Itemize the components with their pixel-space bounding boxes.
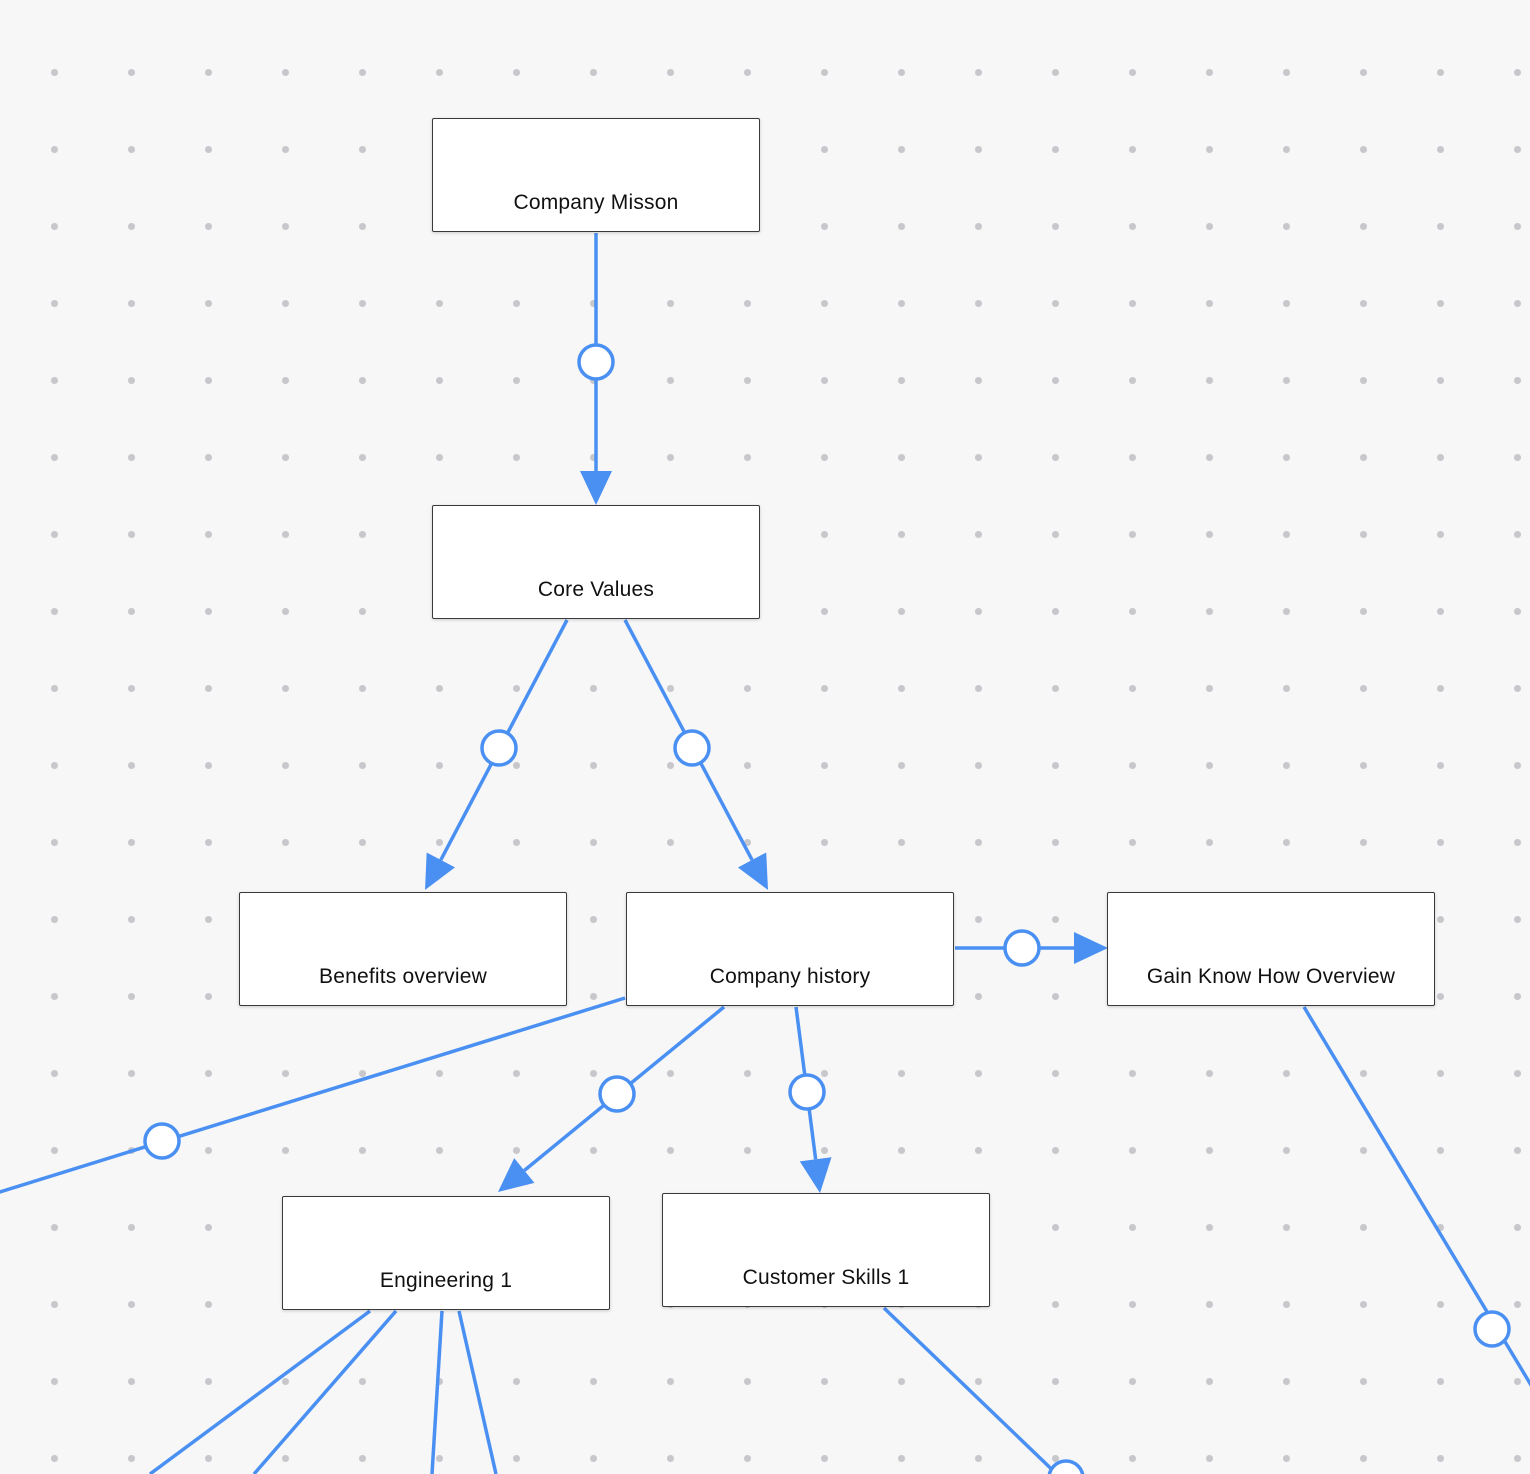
arrowhead-icon [498,1158,535,1192]
arrowhead-icon [799,1157,832,1193]
connector-line[interactable] [148,1309,372,1474]
node-label: Company Misson [513,191,679,214]
node-label: Benefits overview [319,965,487,988]
connector-line[interactable] [252,1309,398,1474]
arrowhead-icon [425,852,455,890]
arrowhead-icon [580,471,612,505]
connector-handle-icon [577,343,615,381]
connector-handle-icon [1047,1459,1085,1474]
node-core-values[interactable]: Core Values [432,505,760,619]
connector-line[interactable] [0,996,626,1195]
connector-handle-icon [480,729,518,767]
node-company-mission[interactable]: Company Misson [432,118,760,232]
arrowhead-icon [737,852,768,890]
arrowhead-icon [1074,932,1108,964]
connector-handle-icon [788,1073,826,1111]
node-label: Customer Skills 1 [742,1266,910,1289]
connector-handle-icon [598,1075,636,1113]
connector-handle-icon [143,1122,181,1160]
connector-line[interactable] [457,1310,498,1474]
connector-handle-icon [1473,1310,1511,1348]
connector-line[interactable] [430,1310,444,1474]
connector-handle-icon [1003,929,1041,967]
node-label: Core Values [537,578,655,601]
node-label: Gain Know How Overview [1146,965,1396,988]
node-customer-skills-1[interactable]: Customer Skills 1 [662,1193,990,1307]
node-engineering-1[interactable]: Engineering 1 [282,1196,610,1310]
node-benefits-overview[interactable]: Benefits overview [239,892,567,1006]
node-company-history[interactable]: Company history [626,892,954,1006]
node-label: Company history [709,965,871,988]
connector-handle-icon [673,729,711,767]
node-gain-know-how-overview[interactable]: Gain Know How Overview [1107,892,1435,1006]
node-label: Engineering 1 [379,1269,513,1292]
connector-line[interactable] [882,1306,1066,1474]
